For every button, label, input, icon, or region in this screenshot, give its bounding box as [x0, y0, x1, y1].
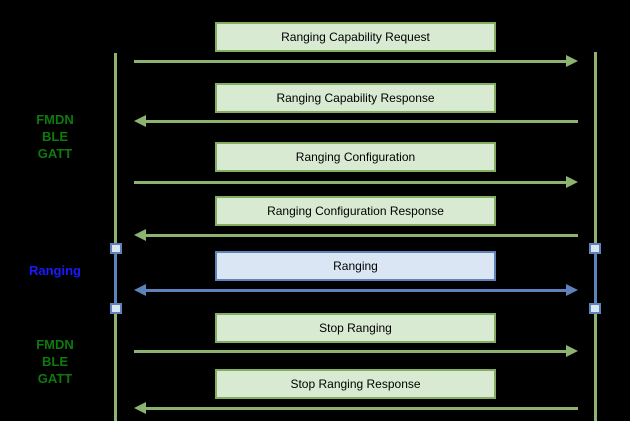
arrowhead-right-icon — [566, 345, 578, 357]
arrowhead-left-icon — [134, 284, 146, 296]
arrowhead-left-icon — [134, 115, 146, 127]
label-line: BLE — [42, 129, 68, 144]
label-line: FMDN — [36, 337, 74, 352]
label-line: Ranging — [29, 263, 81, 278]
arrow-ranging-configuration-response — [134, 229, 578, 241]
label-line: FMDN — [36, 112, 74, 127]
arrowhead-right-icon — [566, 284, 578, 296]
arrow-stop-ranging-response — [134, 402, 578, 414]
arrow-ranging-configuration — [134, 176, 578, 188]
ranging-session-segment-right — [594, 248, 597, 308]
message-box-ranging: Ranging — [215, 251, 496, 281]
arrow-ranging-capability-request — [134, 55, 578, 67]
arrow-ranging-bidirectional — [134, 284, 578, 296]
label-fmdn-ble-gatt-top: FMDN BLE GATT — [0, 111, 110, 162]
arrowhead-left-icon — [134, 229, 146, 241]
message-box-stop-ranging: Stop Ranging — [215, 313, 496, 343]
arrow-ranging-capability-response — [134, 115, 578, 127]
arrowhead-right-icon — [566, 55, 578, 67]
message-box-ranging-configuration: Ranging Configuration — [215, 142, 496, 172]
arrowhead-right-icon — [566, 176, 578, 188]
arrowhead-left-icon — [134, 402, 146, 414]
message-box-stop-ranging-response: Stop Ranging Response — [215, 369, 496, 399]
activation-marker — [589, 243, 601, 254]
activation-marker — [110, 303, 122, 314]
label-fmdn-ble-gatt-bottom: FMDN BLE GATT — [0, 336, 110, 387]
label-line: BLE — [42, 354, 68, 369]
label-line: GATT — [37, 146, 73, 161]
lifeline-left — [114, 53, 117, 421]
lifeline-right — [594, 52, 597, 421]
ranging-session-segment-left — [114, 248, 117, 308]
message-box-ranging-capability-request: Ranging Capability Request — [215, 22, 496, 52]
activation-marker — [589, 303, 601, 314]
message-box-ranging-capability-response: Ranging Capability Response — [215, 83, 496, 113]
message-box-ranging-configuration-response: Ranging Configuration Response — [215, 196, 496, 226]
arrow-stop-ranging — [134, 345, 578, 357]
label-line: GATT — [37, 371, 73, 386]
activation-marker — [110, 243, 122, 254]
label-ranging: Ranging — [0, 262, 110, 279]
